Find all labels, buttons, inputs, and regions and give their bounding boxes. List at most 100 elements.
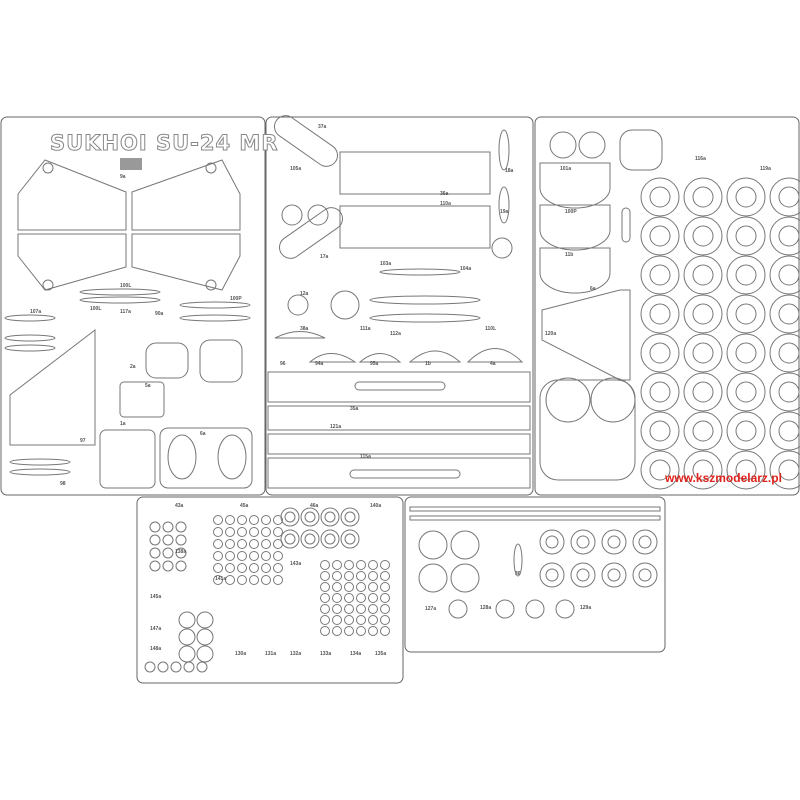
wheel-disc [769,177,800,217]
wheel-hub [692,459,714,481]
wheel-hub [735,459,757,481]
part-label: 100P [230,296,242,302]
tire-hub [576,535,590,549]
part-label: 4a [490,361,496,367]
small-disc [225,527,235,537]
wheel-disc [769,333,800,373]
wheel-hub [692,264,714,286]
rim-disc [418,530,448,560]
wheel-hub [649,186,671,208]
part-label: 95a [370,361,379,367]
small-disc [225,539,235,549]
small-disc [320,571,330,581]
part-label: 97 [80,438,86,444]
website-url[interactable]: www.kszmodelarz.pl [664,471,782,485]
small-disc [162,534,174,546]
rim-parts [409,506,661,619]
small-disc [237,563,247,573]
wheel-hub [735,303,757,325]
wheel-hub [649,225,671,247]
small-disc [332,626,342,636]
wheel-disc [726,255,766,295]
wheel-disc [640,255,680,295]
small-disc [249,563,259,573]
wheel-disc [769,216,800,256]
tire-hub [545,535,559,549]
small-disc [332,571,342,581]
wheel-hub [778,264,800,286]
part-label: 145a [150,594,161,600]
small-disc [320,560,330,570]
part-label: 132a [290,651,301,657]
small-disc [273,515,283,525]
part-label: 100L [90,306,101,312]
small-disc [368,560,378,570]
tire-disc [632,562,658,588]
part-label: 6a [200,431,206,437]
small-disc [273,527,283,537]
part-label: 1a [120,421,126,427]
disc [178,611,196,629]
wheel-disc [726,372,766,412]
gear-disc [300,507,320,527]
wheel-disc [726,294,766,334]
panel-2 [265,116,534,496]
part-label: 116a [695,156,706,162]
small-rim [448,599,468,619]
small-disc [332,582,342,592]
rim-disc [450,530,480,560]
wheel-disc [683,177,723,217]
wheel-disc [640,333,680,373]
part-label: 129a [580,605,591,611]
part-label: 1b [425,361,431,367]
small-disc [320,604,330,614]
gear-disc [280,507,300,527]
small-disc [249,551,259,561]
part-label: 121a [330,424,341,430]
wheel-disc [640,177,680,217]
small-disc [273,551,283,561]
part-label: 38a [300,326,309,332]
part-label: 143a [290,561,301,567]
wheel-disc [683,333,723,373]
part-label: 148a [150,646,161,652]
part-label: 110L [485,326,496,332]
wheel-disc [769,255,800,295]
part-label: 46a [310,503,319,509]
gear-hub [344,533,356,545]
small-disc [261,515,271,525]
brand-logo [120,158,142,170]
disc [196,611,214,629]
gear-disc [320,529,340,549]
small-disc [175,547,187,559]
small-disc [261,527,271,537]
part-label: 35a [350,406,359,412]
part-label: 111a [360,326,371,332]
wheel-disc [726,333,766,373]
panel-5 [404,496,666,653]
part-label: 147a [150,626,161,632]
wheel-disc [769,372,800,412]
wheel-disc [640,216,680,256]
small-disc [320,626,330,636]
wheel-hub [649,420,671,442]
small-disc [157,661,169,673]
part-label: 100L [120,283,131,289]
wheel-disc [683,411,723,451]
part-label: 17a [320,254,329,260]
small-disc [225,515,235,525]
wheel-disc [769,411,800,451]
small-disc [237,575,247,585]
wheel-hub [692,186,714,208]
wheel-hub [692,342,714,364]
wheel-hub [778,225,800,247]
part-label: 43a [175,503,184,509]
gear-hub [304,533,316,545]
gear-hub [324,511,336,523]
tire-disc [539,562,565,588]
wheel-hub [735,381,757,403]
small-disc [273,575,283,585]
part-label: 12a [300,291,309,297]
